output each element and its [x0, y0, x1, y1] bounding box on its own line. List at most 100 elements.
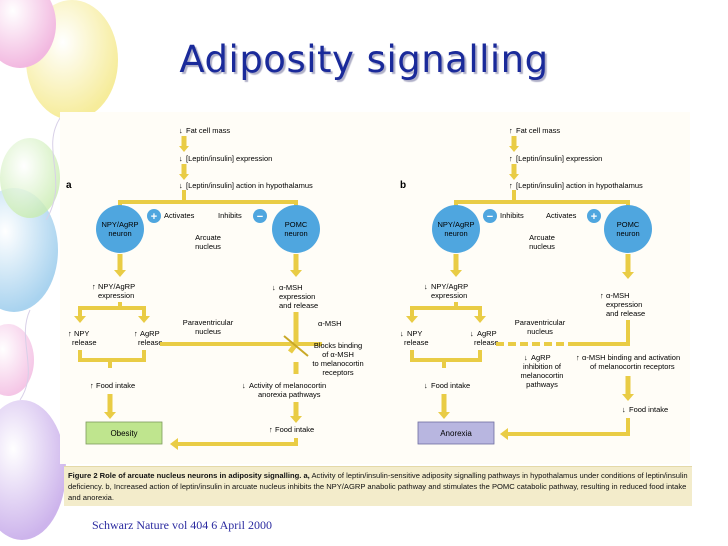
activates-label: Activates	[546, 211, 577, 220]
branch-arrow	[78, 302, 146, 316]
figure-caption: Figure 2 Role of arcuate nucleus neurons…	[64, 466, 692, 506]
agrp-inhibition-label-4: pathways	[526, 380, 558, 389]
npy-neuron-label-2: neuron	[108, 229, 131, 238]
npy-neuron-label-1: NPY/AgRP	[101, 220, 138, 229]
minus-badge	[253, 209, 267, 223]
expression-label: [Leptin/insulin] expression	[516, 154, 602, 163]
agrp-inhibition-label-1: AgRP	[531, 353, 551, 362]
arrow-up-icon: ↑	[269, 425, 273, 434]
flow-arrowhead	[622, 272, 634, 279]
arrow-down-icon: ↓	[179, 181, 183, 190]
agrp-inhibition-label-2: inhibition of	[523, 362, 562, 371]
paraventricular-label-1: Paraventricular	[515, 318, 566, 327]
obesity-label: Obesity	[110, 429, 137, 438]
npy-release-label-2: release	[404, 338, 429, 347]
pathway-diagram: a ↓ Fat cell mass ↓ [Leptin/insulin] exp…	[66, 126, 680, 450]
pomc-neuron-label-1: POMC	[617, 220, 640, 229]
block-bar	[283, 335, 309, 357]
arcuate-label-1: Arcuate	[529, 233, 555, 242]
amsh-expression-label-2: expression	[606, 300, 642, 309]
amsh-binding-label-1: α-MSH binding and activation	[582, 353, 680, 362]
flow-arrowhead	[74, 316, 86, 323]
inhibits-label: Inhibits	[218, 211, 242, 220]
action-label: [Leptin/insulin] action in hypothalamus	[186, 181, 313, 190]
flow-arrowhead	[114, 270, 126, 277]
agrp-release-label-2: release	[474, 338, 499, 347]
arcuate-label-2: nucleus	[529, 242, 555, 251]
flow-arrowhead	[290, 270, 302, 277]
branch-arrow	[454, 190, 630, 208]
npy-release-label-2: release	[72, 338, 97, 347]
balloon-string-2	[19, 309, 31, 401]
arrow-up-icon: ↑	[600, 291, 604, 300]
npy-expression-label-2: expression	[431, 291, 467, 300]
balloon-pink-lower	[0, 324, 34, 396]
cascade-arrowhead	[179, 146, 189, 152]
cascade-arrowhead	[179, 174, 189, 180]
plus-badge	[587, 209, 601, 223]
arrow-down-icon: ↓	[524, 353, 528, 362]
blocks-label-2: of α-MSH	[322, 350, 354, 359]
amsh-binding-label-2: of melanocortin receptors	[590, 362, 675, 371]
blocks-label-4: receptors	[322, 368, 354, 377]
caption-bold: Figure 2 Role of arcuate nucleus neurons…	[68, 471, 310, 480]
panel-b: b ↑ Fat cell mass ↑ [Leptin/insulin] exp…	[400, 126, 680, 445]
minus-icon: −	[257, 211, 263, 223]
npy-neuron-label-2: neuron	[444, 229, 467, 238]
pomc-neuron	[272, 205, 320, 253]
food-intake-left-label: Food intake	[431, 381, 470, 390]
amsh-binding-arrow	[574, 320, 630, 346]
balloon-string	[45, 117, 61, 221]
flow-arrowhead	[450, 270, 462, 277]
food-intake-left-label: Food intake	[96, 381, 135, 390]
branch-arrow	[118, 190, 298, 208]
arrow-up-icon: ↑	[92, 282, 96, 291]
blocks-label-1: Blocks binding	[314, 341, 362, 350]
plus-badge	[147, 209, 161, 223]
plus-icon: +	[591, 211, 597, 223]
merge-arrow	[78, 350, 146, 368]
arrow-down-icon: ↓	[272, 283, 276, 292]
plus-icon: +	[151, 211, 157, 223]
amsh-expression-label-1: α-MSH	[279, 283, 303, 292]
outcome-arrow	[508, 418, 630, 436]
melanocortin-activity-label-1: Activity of melanocortin	[249, 381, 326, 390]
amsh-expression-label-3: and release	[279, 301, 318, 310]
amsh-expression-label-2: expression	[279, 292, 315, 301]
pomc-neuron-label-2: neuron	[284, 229, 307, 238]
panel-a: a ↓ Fat cell mass ↓ [Leptin/insulin] exp…	[66, 126, 364, 450]
blocks-label-3: to melanocortin	[312, 359, 363, 368]
cascade-arrowhead	[509, 146, 519, 152]
pomc-neuron-label-2: neuron	[616, 229, 639, 238]
flow-arrowhead	[406, 316, 418, 323]
flow-arrowhead	[290, 416, 302, 423]
paraventricular-label-2: nucleus	[527, 327, 553, 336]
arrow-down-icon: ↓	[179, 126, 183, 135]
agrp-release-label-2: release	[138, 338, 163, 347]
flow-arrowhead	[622, 394, 634, 401]
panel-b-letter: b	[400, 180, 406, 191]
branch-arrow	[410, 302, 482, 316]
arcuate-label-1: Arcuate	[195, 233, 221, 242]
arrow-up-icon: ↑	[90, 381, 94, 390]
flow-arrowhead	[438, 412, 450, 419]
arrow-down-icon: ↓	[424, 381, 428, 390]
npy-neuron-label-1: NPY/AgRP	[437, 220, 474, 229]
source-citation: Schwarz Nature vol 404 6 April 2000	[92, 518, 272, 532]
npy-expression-label-2: expression	[98, 291, 134, 300]
food-intake-right-label: Food intake	[629, 405, 668, 414]
paraventricular-label-1: Paraventricular	[183, 318, 234, 327]
anorexia-label: Anorexia	[440, 429, 472, 438]
npy-expression-label-1: NPY/AgRP	[98, 282, 135, 291]
npy-expression-label-1: NPY/AgRP	[431, 282, 468, 291]
balloon-green	[0, 138, 60, 218]
flow-arrowhead	[170, 438, 178, 450]
flow-arrowhead	[474, 316, 486, 323]
agrp-release-label-1: AgRP	[477, 329, 497, 338]
amsh-expression-label-1: α-MSH	[606, 291, 630, 300]
cascade-arrowhead	[509, 174, 519, 180]
minus-icon: −	[487, 211, 493, 223]
arrow-down-icon: ↓	[622, 405, 626, 414]
npy-release-label-1: NPY	[407, 329, 422, 338]
